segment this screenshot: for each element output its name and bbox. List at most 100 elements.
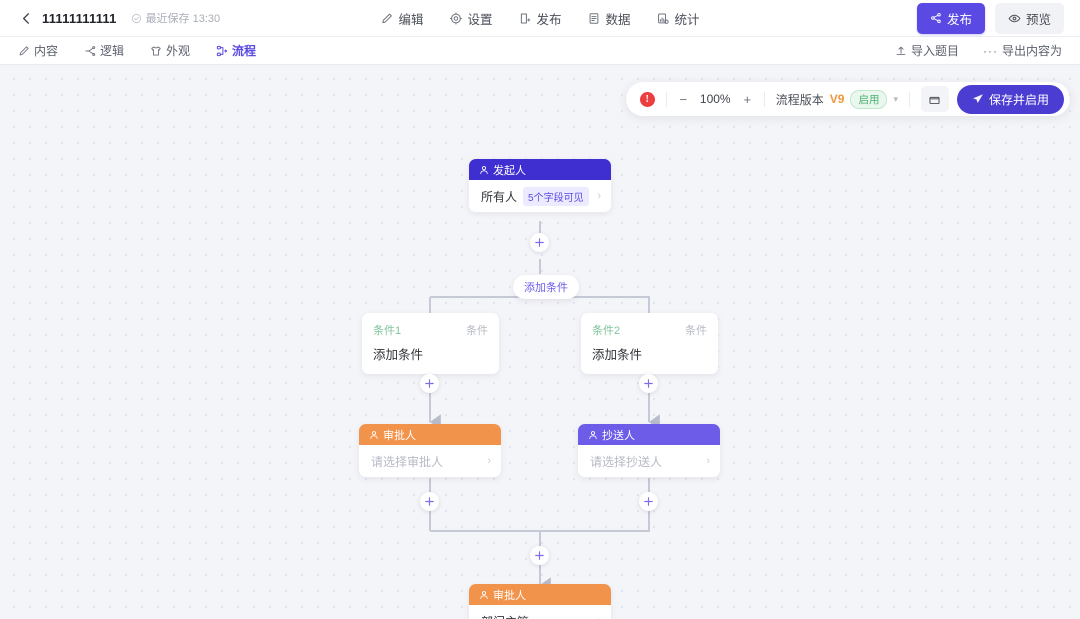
tab-appearance[interactable]: 外观 (150, 42, 190, 59)
nav-item-edit-label: 编辑 (398, 12, 424, 27)
top-bar-left: 11111111111 最近保存 13:30 (0, 10, 220, 26)
tab-content[interactable]: 内容 (18, 42, 58, 59)
ellipsis-icon: ··· (982, 43, 998, 58)
clock-check-icon (131, 13, 141, 23)
person-icon (370, 430, 378, 439)
person-icon (480, 590, 488, 599)
flow-icon (216, 45, 228, 56)
archive-icon[interactable] (920, 86, 949, 112)
chevron-right-icon: › (706, 455, 710, 467)
node-approver-bottom-header: 审批人 (469, 584, 611, 605)
node-initiator-title: 发起人 (493, 164, 526, 177)
top-bar: 11111111111 最近保存 13:30 编辑 设置 发布 数据 (0, 0, 1080, 37)
visible-fields-tag: 5个字段可见 (523, 186, 589, 206)
tab-flow[interactable]: 流程 (216, 42, 256, 59)
chevron-right-icon: › (597, 190, 601, 202)
node-condition-1-value[interactable]: 添加条件 (373, 348, 424, 362)
nav-item-stats[interactable]: 统计 (657, 9, 700, 28)
zoom-out-button[interactable]: − (679, 91, 688, 107)
node-initiator-body[interactable]: 所有人 5个字段可见 › (469, 180, 611, 212)
node-approver-bottom-title: 审批人 (493, 589, 526, 602)
upload-icon (896, 46, 906, 55)
save-status-text: 最近保存 13:30 (145, 13, 221, 25)
nav-item-settings[interactable]: 设置 (449, 9, 492, 28)
version-selector[interactable]: 流程版本 V9 启用 ▾ (775, 89, 898, 109)
save-and-enable-button[interactable]: 保存并启用 (956, 84, 1064, 114)
publish-icon (520, 12, 531, 24)
publish-button[interactable]: 发布 (916, 2, 985, 34)
node-condition-1[interactable]: 条件1 条件 添加条件 (362, 313, 499, 374)
node-condition-2-header: 条件2 条件 (592, 322, 707, 338)
version-number: V9 (829, 92, 845, 106)
add-node-button-3[interactable] (639, 374, 658, 393)
arrow-left-icon[interactable] (18, 10, 34, 26)
chevron-right-icon: › (597, 615, 601, 619)
node-condition-2-type: 条件 (685, 325, 707, 337)
version-label: 流程版本 (775, 92, 824, 107)
chevron-down-icon[interactable]: ▾ (893, 93, 898, 104)
flow-canvas[interactable]: ! − 100% + 流程版本 V9 启用 ▾ 保存并启用 (0, 65, 1080, 619)
add-node-button-4[interactable] (420, 492, 439, 511)
zoom-control: − 100% + (678, 92, 753, 106)
document-title[interactable]: 11111111111 (42, 10, 117, 26)
node-initiator-value: 所有人 (481, 189, 518, 204)
chevron-right-icon: › (487, 455, 491, 467)
add-node-button-5[interactable] (639, 492, 658, 511)
node-condition-2[interactable]: 条件2 条件 添加条件 (581, 313, 718, 374)
tab-logic[interactable]: 逻辑 (84, 42, 124, 59)
export-content-label: 导出内容为 (1001, 44, 1062, 58)
top-bar-actions: 发布 预览 (916, 2, 1080, 34)
preview-button-label: 预览 (1025, 12, 1051, 27)
nav-item-publish-label: 发布 (536, 12, 562, 27)
preview-button[interactable]: 预览 (994, 2, 1064, 34)
node-condition-1-header: 条件1 条件 (373, 322, 488, 338)
flow-graph: 发起人 所有人 5个字段可见 › 添加条件 条件1 条件 添加条件 (0, 65, 1080, 619)
import-questions-label: 导入题目 (910, 44, 959, 58)
node-initiator-header: 发起人 (469, 159, 611, 180)
version-status-badge: 启用 (850, 89, 888, 109)
node-initiator[interactable]: 发起人 所有人 5个字段可见 › (469, 159, 611, 212)
node-condition-2-value[interactable]: 添加条件 (592, 348, 643, 362)
node-approver-bottom-body[interactable]: 部门主管 › (469, 605, 611, 619)
publish-button-label: 发布 (946, 12, 972, 27)
nav-item-data[interactable]: 数据 (588, 9, 631, 28)
node-approver-left-header: 审批人 (359, 424, 501, 445)
zoom-in-button[interactable]: + (743, 91, 752, 107)
nav-item-edit[interactable]: 编辑 (380, 9, 423, 28)
logic-icon (85, 45, 96, 56)
add-condition-pill[interactable]: 添加条件 (513, 275, 579, 299)
nav-item-stats-label: 统计 (674, 12, 700, 27)
add-node-button-2[interactable] (420, 374, 439, 393)
node-approver-bottom[interactable]: 审批人 部门主管 › (469, 584, 611, 619)
import-questions-button[interactable]: 导入题目 (895, 42, 959, 59)
flow-connectors (429, 221, 660, 593)
node-cc-right-body[interactable]: 请选择抄送人 › (578, 445, 720, 477)
export-content-button[interactable]: ··· 导出内容为 (983, 42, 1062, 59)
node-cc-right[interactable]: 抄送人 请选择抄送人 › (578, 424, 720, 477)
node-approver-left-title: 审批人 (383, 429, 416, 442)
sub-tab-actions: 导入题目 ··· 导出内容为 (895, 42, 1080, 59)
nav-item-data-label: 数据 (605, 12, 631, 27)
toolbar-divider-2 (763, 91, 765, 107)
person-icon (480, 165, 488, 174)
zoom-level: 100% (699, 92, 731, 106)
add-node-button-6[interactable] (530, 546, 549, 565)
save-status: 最近保存 13:30 (131, 10, 221, 26)
tab-flow-label: 流程 (232, 44, 257, 58)
save-and-enable-label: 保存并启用 (988, 92, 1049, 107)
node-approver-left-body[interactable]: 请选择审批人 › (359, 445, 501, 477)
alert-icon[interactable]: ! (639, 91, 655, 107)
node-cc-right-placeholder: 请选择抄送人 (590, 454, 663, 469)
node-condition-1-name: 条件1 (373, 325, 402, 337)
eye-icon (1008, 14, 1021, 22)
add-node-button-1[interactable] (530, 233, 549, 252)
person-icon (589, 430, 597, 439)
node-condition-1-type: 条件 (466, 325, 488, 337)
nav-item-publish[interactable]: 发布 (518, 9, 562, 28)
toolbar-divider-3 (908, 91, 910, 107)
sub-tab-bar: 内容 逻辑 外观 流程 导入题目 ··· 导出内容为 (0, 37, 1080, 65)
stats-icon (658, 12, 669, 24)
edit-icon (382, 13, 392, 23)
node-approver-left[interactable]: 审批人 请选择审批人 › (359, 424, 501, 477)
shirt-icon (151, 45, 161, 56)
